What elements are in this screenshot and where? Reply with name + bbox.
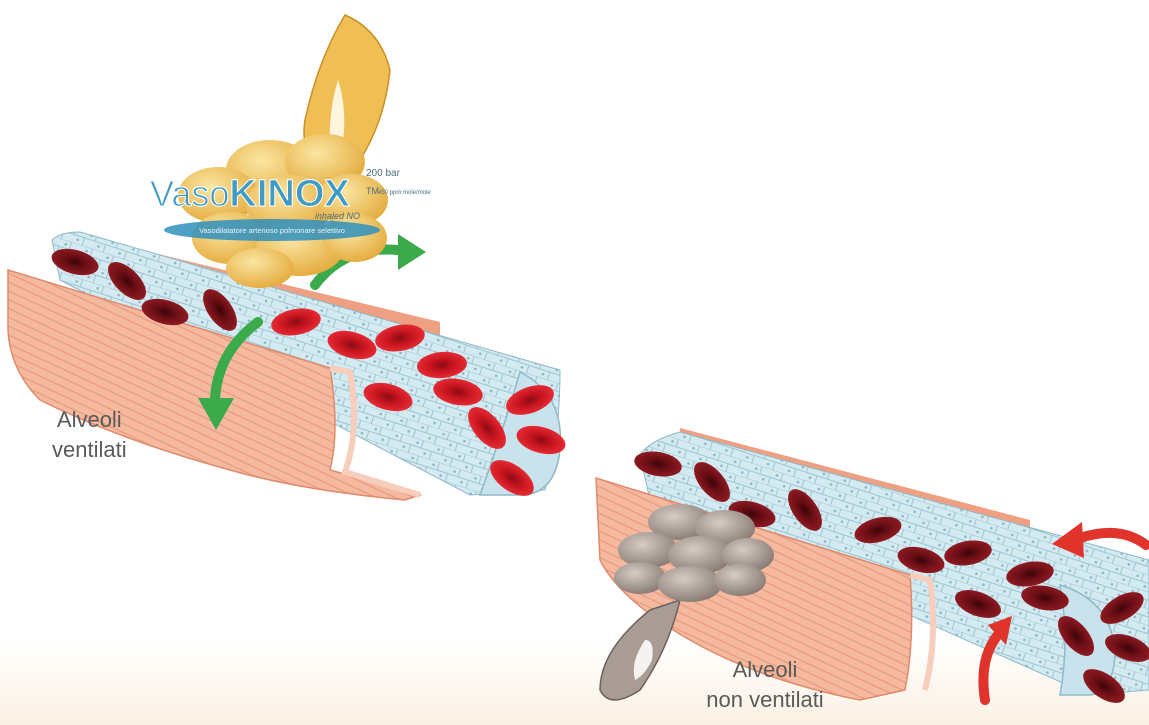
logo-concentration: 450 ppm mole/mole — [378, 190, 431, 196]
vasokinox-logo: VasoKINOX 200 bar TM 450 ppm mole/mole i… — [150, 168, 431, 241]
label-line: ventilati — [52, 435, 127, 465]
logo-brand-vaso: Vaso — [150, 173, 229, 214]
logo-brand-kinox: KINOX — [229, 173, 350, 215]
label-line: Alveoli — [52, 405, 127, 435]
alveolus-ventilated — [178, 15, 390, 288]
green-arrowhead — [398, 234, 426, 270]
label-line: Alveoli — [676, 655, 854, 685]
red-arrow-top — [1080, 533, 1146, 545]
logo-inhaled: inhaled NO — [315, 211, 360, 221]
logo-tagline: Vasodilatatore arterioso polmonare selet… — [199, 226, 345, 235]
logo-brand: VasoKINOX — [150, 173, 350, 215]
logo-pressure: 200 bar — [366, 168, 401, 179]
background-floor — [0, 640, 1149, 725]
label-ventilated-alveoli: Alveoli ventilati — [52, 405, 127, 465]
label-nonventilated-alveoli: Alveoli non ventilati — [676, 655, 854, 715]
label-line: non ventilati — [676, 685, 854, 715]
